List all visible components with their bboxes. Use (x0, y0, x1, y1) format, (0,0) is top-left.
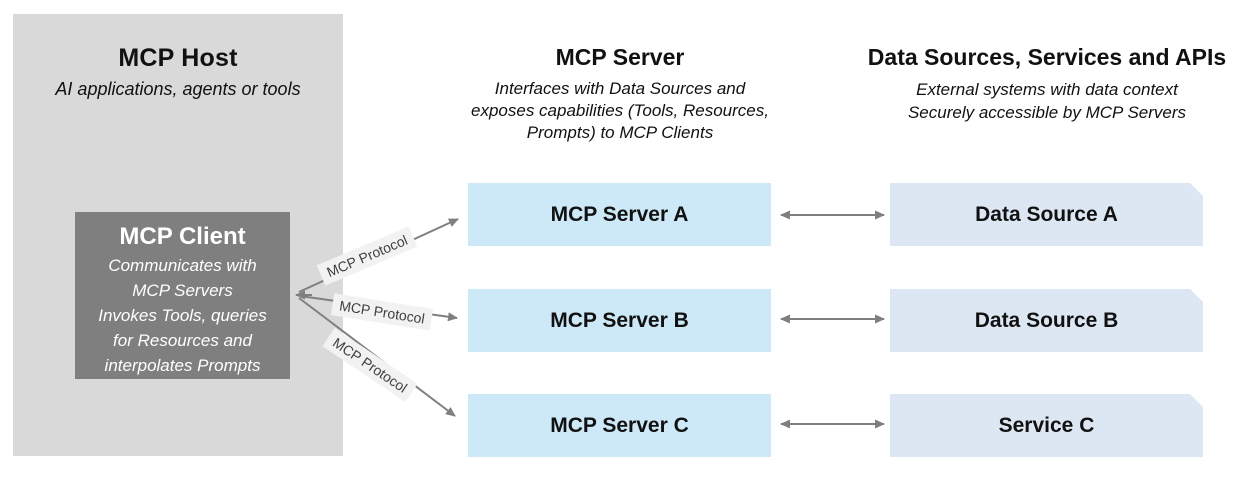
mcp-server-a-box: MCP Server A (468, 183, 771, 246)
mcp-client-description: Communicates with MCP Servers Invokes To… (98, 256, 267, 375)
data-source-a-box: Data Source A (890, 183, 1203, 246)
mcp-server-b-box: MCP Server B (468, 289, 771, 352)
data-column-subtitle: External systems with data context Secur… (907, 80, 1187, 122)
service-c-label: Service C (998, 413, 1095, 437)
service-c-box: Service C (890, 394, 1203, 457)
data-source-b-box: Data Source B (890, 289, 1203, 352)
mcp-host-title: MCP Host (118, 44, 238, 72)
server-column-subtitle: Interfaces with Data Sources and exposes… (471, 79, 769, 142)
mcp-server-b-label: MCP Server B (550, 308, 689, 332)
mcp-host-subtitle: AI applications, agents or tools (55, 79, 301, 99)
data-source-b-label: Data Source B (974, 308, 1119, 332)
data-source-a-label: Data Source A (975, 202, 1118, 226)
mcp-protocol-label-2: MCP Protocol (330, 293, 434, 331)
mcp-server-c-label: MCP Server C (550, 413, 689, 437)
mcp-client-box: MCP Client Communicates with MCP Servers… (75, 212, 290, 379)
mcp-server-a-label: MCP Server A (550, 202, 689, 226)
mcp-client-title: MCP Client (119, 223, 246, 250)
mcp-server-c-box: MCP Server C (468, 394, 771, 457)
server-to-data-arrows (780, 210, 885, 429)
server-column-title: MCP Server (555, 44, 685, 70)
data-column-title: Data Sources, Services and APIs (867, 44, 1227, 70)
